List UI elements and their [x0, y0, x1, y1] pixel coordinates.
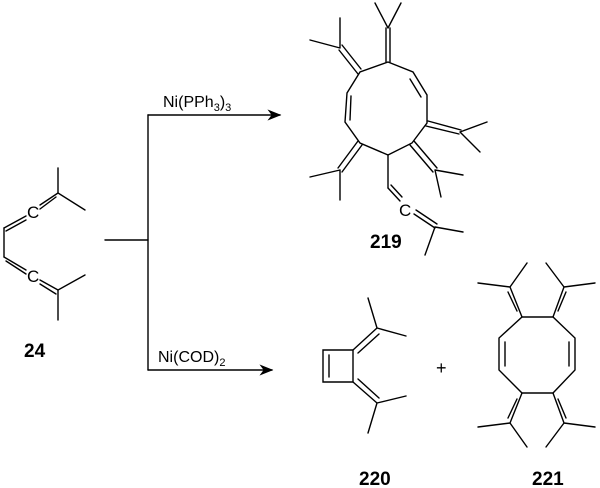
compound-220-structure: [322, 297, 407, 434]
reagent-ni-cod-2: Ni(COD)2: [158, 349, 225, 369]
carbon-label: C: [27, 203, 39, 222]
reagent-ni-pph3-3: Ni(PPh3)3: [163, 94, 231, 114]
reaction-arrows: [104, 109, 282, 376]
compound-label-220: 220: [359, 469, 391, 488]
compound-label-221: 221: [532, 469, 564, 488]
compound-label-219: 219: [370, 232, 402, 253]
compound-221-structure: [477, 262, 596, 448]
compound-24-structure: C C: [3, 167, 86, 321]
carbon-label: C: [27, 267, 39, 286]
compound-label-24: 24: [24, 341, 46, 362]
plus-sign: +: [436, 358, 447, 378]
compound-219-structure: C: [309, 2, 488, 256]
carbon-label: C: [399, 201, 411, 220]
